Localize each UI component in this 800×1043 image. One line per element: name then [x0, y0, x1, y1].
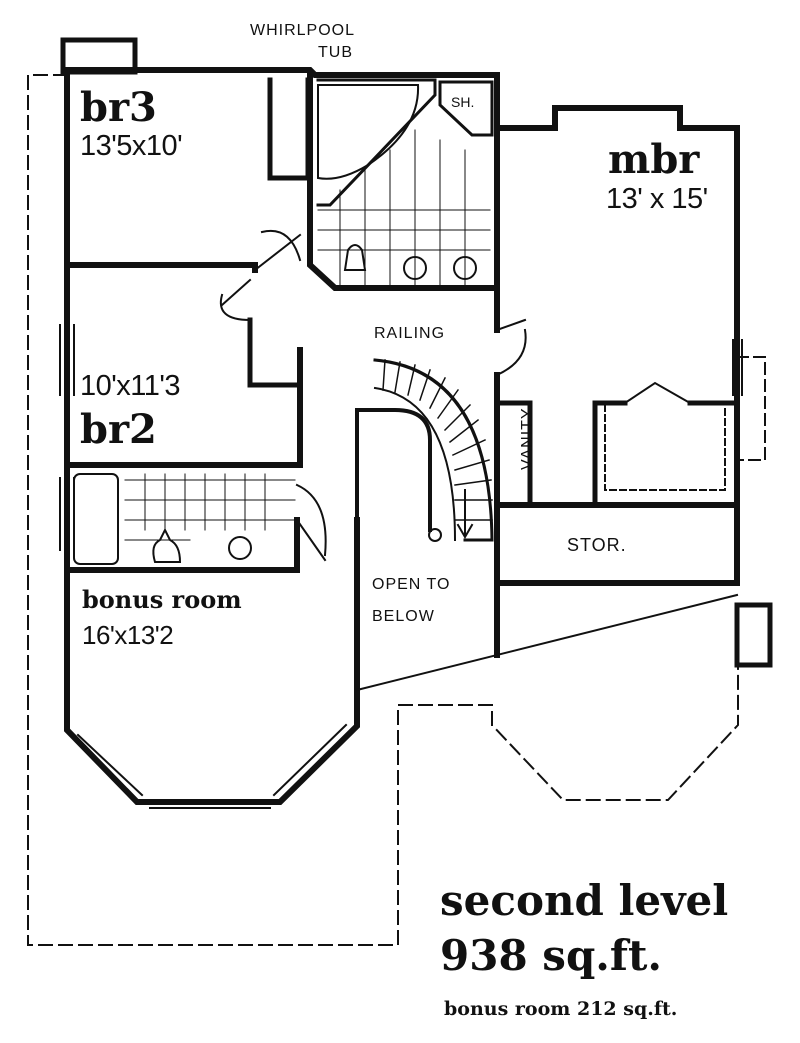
label-railing: RAILING — [374, 325, 446, 342]
door-swing-br2 — [219, 278, 252, 322]
wall-br2 — [64, 347, 303, 468]
exterior-wall — [64, 67, 740, 583]
label-storage: STOR. — [567, 535, 627, 555]
toilet-lower — [152, 527, 182, 563]
door-swing-bath2 — [295, 483, 327, 562]
room-name-br2: br2 — [80, 406, 157, 453]
tub-lower — [73, 473, 119, 565]
label-whirlpool: WHIRLPOOL — [250, 22, 356, 39]
exterior-wall-left — [64, 67, 360, 805]
caption-bonus-area: bonus room 212 sq.ft. — [444, 998, 678, 1020]
room-size-br2: 10'x11'3 — [80, 370, 181, 402]
door-swing-br3 — [253, 229, 302, 272]
wall-chimney-right — [734, 602, 773, 668]
wall-storage — [494, 502, 740, 586]
room-size-mbr: 13' x 15' — [606, 183, 708, 215]
room-size-bonus: 16'x13'2 — [82, 620, 174, 650]
room-name-bonus: bonus room — [82, 585, 242, 614]
lower-level-outline-left — [27, 74, 739, 946]
bay-window — [76, 723, 348, 809]
label-open-to: OPEN TO — [372, 576, 451, 593]
wall-chimney-top — [60, 37, 138, 75]
door-swing-closet — [623, 381, 692, 405]
bath2-tile-grid — [124, 473, 296, 541]
lower-level-outline-right — [736, 356, 766, 461]
label-below: BELOW — [372, 608, 435, 625]
label-tub: TUB — [318, 44, 353, 61]
wall-stair-well — [355, 408, 432, 532]
sink-left — [403, 256, 427, 280]
bath-tile-grid — [317, 129, 491, 286]
sink-lower — [228, 536, 252, 560]
wall-br3-south — [64, 262, 258, 273]
stair-inner — [373, 386, 457, 542]
newel-post — [428, 528, 442, 542]
caption-area: 938 sq.ft. — [440, 931, 663, 980]
room-size-br3: 13'5x10' — [80, 130, 183, 162]
room-name-mbr: mbr — [608, 136, 700, 183]
door-swing-mbr — [495, 318, 527, 377]
tub-surround — [316, 78, 437, 207]
mbr-closet — [604, 404, 726, 491]
label-vanity: VANITY — [519, 407, 536, 470]
room-name-br3: br3 — [80, 84, 157, 131]
wall-closets-br3 — [267, 77, 311, 181]
caption-level: second level — [440, 876, 729, 925]
toilet-upper — [343, 244, 367, 271]
wall-vanity — [494, 400, 740, 503]
window-west — [59, 324, 743, 551]
open-to-below-line — [355, 593, 739, 692]
wall-bath2 — [64, 517, 300, 573]
stair-treads — [382, 359, 493, 521]
wall-bath — [307, 72, 500, 291]
label-shower: SH. — [451, 94, 475, 110]
stair-outer — [373, 358, 494, 542]
shower — [438, 80, 494, 137]
stair-arrow — [456, 489, 474, 539]
sink-right — [453, 256, 477, 280]
wall-br2-closet — [247, 317, 300, 388]
